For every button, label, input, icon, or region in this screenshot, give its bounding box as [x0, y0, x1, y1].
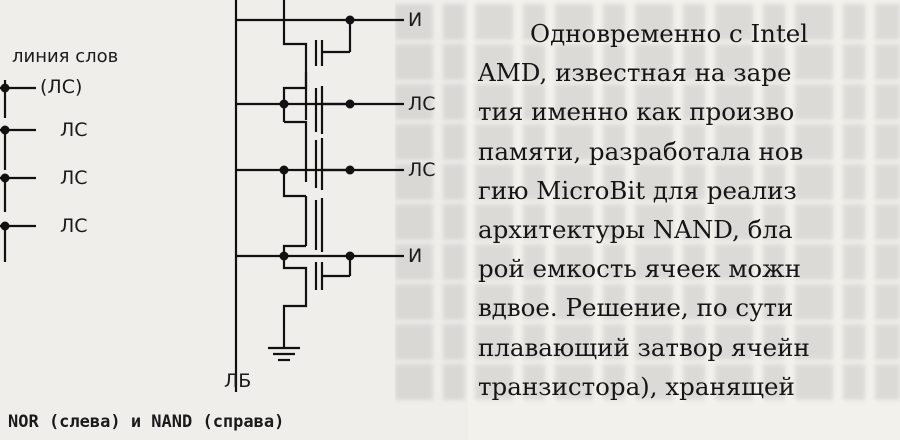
nand-ls-label: ЛС — [408, 159, 436, 181]
nand-ls-label: ЛС — [408, 93, 436, 115]
figure-caption: NOR (слева) и NAND (справа) — [8, 412, 285, 432]
text-line: архитектуры NAND, бла — [478, 214, 793, 244]
article-body-text: Одновременно с Intel AMD, известная на з… — [478, 14, 900, 406]
text-line: плавающий затвор ячейн — [478, 332, 810, 362]
nor-word-line-title: линия слов — [12, 46, 119, 67]
bleed-through-text — [395, 0, 900, 440]
text-line: памяти, разработала нов — [478, 136, 804, 166]
text-line: тия именно как произво — [478, 97, 795, 127]
text-line: AMD, известная на заре — [478, 58, 792, 88]
text-line: рой емкость ячеек можн — [478, 254, 801, 284]
text-line: гию MicroBit для реализ — [478, 175, 797, 205]
text-line: Одновременно с Intel — [530, 19, 809, 48]
nor-nand-circuit-diagram — [0, 0, 404, 392]
nor-ls-label: ЛС — [60, 119, 88, 141]
nor-ls-label: ЛС — [60, 215, 88, 237]
figure-panel — [0, 0, 468, 440]
nand-bit-line-label: ЛБ — [224, 370, 252, 392]
nor-word-line-abbr: (ЛС) — [40, 76, 83, 98]
nand-i-label: И — [408, 245, 423, 267]
nand-i-label: И — [408, 9, 423, 31]
text-line: транзистора), хранящей — [478, 371, 795, 401]
nor-ls-label: ЛС — [60, 167, 88, 189]
text-line: вдвое. Решение, по сути — [478, 293, 794, 323]
